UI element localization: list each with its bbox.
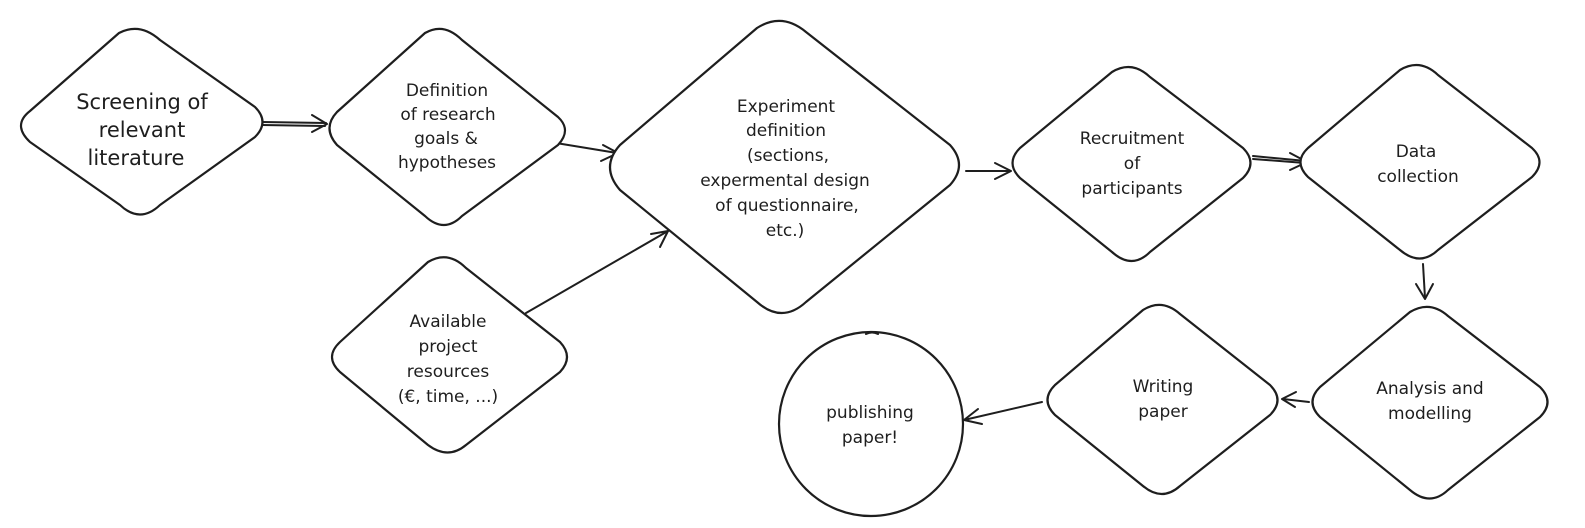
edge-resources-to-experiment bbox=[525, 230, 669, 314]
edge-writing-to-publishing bbox=[963, 401, 1043, 425]
node-resources-line-1: Available bbox=[410, 312, 487, 332]
node-writing-line-2: paper bbox=[1138, 402, 1187, 422]
node-data: Data collection bbox=[1299, 63, 1541, 260]
node-analysis-line-2: modelling bbox=[1388, 404, 1472, 424]
edge-screening-to-definition bbox=[261, 114, 328, 133]
node-recruitment-line-1: Recruitment bbox=[1080, 129, 1185, 149]
node-screening: Screening of relevant literature bbox=[19, 27, 264, 216]
node-writing-line-1: Writing bbox=[1133, 377, 1194, 397]
node-analysis: Analysis and modelling bbox=[1311, 305, 1549, 500]
node-recruitment-line-2: of bbox=[1124, 154, 1141, 174]
node-definition-line-3: goals & bbox=[414, 129, 478, 149]
node-recruitment-line-3: participants bbox=[1081, 179, 1182, 199]
edge-definition-to-experiment bbox=[555, 142, 619, 162]
node-definition-line-2: of research bbox=[400, 105, 495, 125]
node-screening-line-2: relevant bbox=[99, 118, 186, 142]
node-experiment-line-3: (sections, bbox=[747, 146, 829, 166]
node-resources: Available project resources (€, time, ..… bbox=[330, 256, 569, 454]
node-experiment-line-2: definition bbox=[746, 121, 826, 141]
edge-experiment-to-recruitment bbox=[965, 162, 1012, 180]
node-resources-line-4: (€, time, ...) bbox=[398, 387, 498, 407]
node-definition-line-1: Definition bbox=[406, 81, 488, 101]
node-screening-line-3: literature bbox=[88, 146, 185, 170]
node-definition-line-4: hypotheses bbox=[398, 153, 496, 173]
node-recruitment: Recruitment of participants bbox=[1011, 65, 1252, 263]
node-analysis-line-1: Analysis and bbox=[1376, 379, 1483, 399]
node-experiment-line-1: Experiment bbox=[737, 97, 836, 117]
node-resources-line-2: project bbox=[418, 337, 477, 357]
node-writing: Writing paper bbox=[1046, 303, 1279, 496]
node-screening-line-1: Screening of bbox=[76, 90, 208, 114]
node-publishing-line-2: paper! bbox=[842, 428, 898, 448]
node-experiment-line-5: of questionnaire, bbox=[715, 196, 859, 216]
node-publishing-line-1: publishing bbox=[826, 403, 914, 423]
node-definition: Definition of research goals & hypothese… bbox=[328, 27, 567, 227]
edge-analysis-to-writing bbox=[1281, 391, 1310, 408]
node-data-line-1: Data bbox=[1396, 142, 1437, 162]
edge-data-to-analysis bbox=[1415, 263, 1434, 300]
node-experiment-line-4: expermental design bbox=[700, 171, 870, 191]
node-experiment-line-6: etc.) bbox=[766, 221, 805, 241]
edge-recruitment-to-data bbox=[1252, 152, 1308, 171]
node-data-line-2: collection bbox=[1377, 167, 1459, 187]
node-resources-line-3: resources bbox=[407, 362, 490, 382]
node-publishing: publishing paper! bbox=[777, 330, 965, 518]
node-experiment: Experiment definition (sections, experme… bbox=[608, 19, 961, 315]
